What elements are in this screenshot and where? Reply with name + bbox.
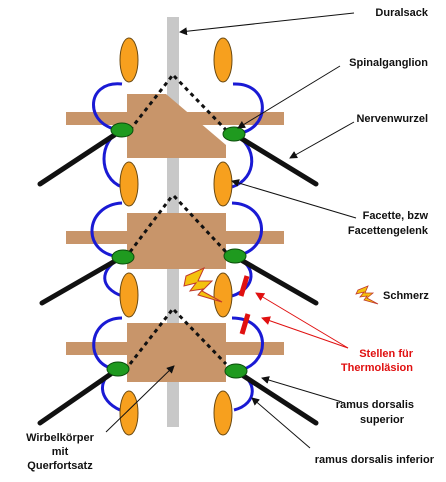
spinal-ganglion bbox=[224, 363, 248, 379]
vertebra-1 bbox=[66, 94, 284, 158]
vertebral-body bbox=[127, 213, 226, 269]
spinal-ganglion bbox=[223, 248, 247, 264]
vertebral-body bbox=[127, 94, 226, 158]
label-ramus-inf: ramus dorsalis inferior bbox=[315, 454, 435, 466]
label-facette-1: Facette, bzw bbox=[363, 210, 429, 222]
label-stellen-1: Stellen für bbox=[359, 348, 414, 360]
nerve-roots bbox=[37, 127, 319, 426]
facet-dotted-lines bbox=[128, 74, 228, 366]
label-facette-2: Facettengelenk bbox=[348, 225, 429, 237]
label-stellen-2: Thermoläsion bbox=[341, 362, 413, 374]
facet-joint bbox=[119, 272, 139, 318]
facet-joint bbox=[119, 161, 139, 207]
spinal-ganglion bbox=[222, 126, 246, 142]
label-wirbel-2: mit bbox=[52, 446, 69, 458]
label-ramus-sup-2: superior bbox=[360, 414, 405, 426]
spinal-ganglia bbox=[106, 122, 248, 379]
spinal-ganglion bbox=[111, 249, 135, 265]
lesion-mark bbox=[238, 275, 250, 297]
facet-joint bbox=[119, 37, 139, 83]
facet-joint bbox=[213, 390, 233, 436]
label-ramus-sup-1: ramus dorsalis bbox=[336, 399, 414, 411]
facet-joint bbox=[213, 161, 233, 207]
lesion-leader-lines bbox=[255, 292, 349, 349]
lightning-icon bbox=[183, 267, 223, 303]
facet-joint bbox=[213, 37, 233, 83]
label-wirbel-3: Querfortsatz bbox=[27, 460, 93, 472]
spinal-ganglion bbox=[110, 122, 134, 138]
labels: Duralsack Spinalganglion Nervenwurzel Fa… bbox=[26, 7, 435, 472]
spinal-ganglion bbox=[106, 361, 130, 377]
label-nervenwurzel: Nervenwurzel bbox=[356, 113, 428, 125]
label-duralsack: Duralsack bbox=[375, 7, 428, 19]
lesion-mark bbox=[239, 313, 251, 335]
lesion-marks bbox=[238, 275, 251, 335]
vertebra-3 bbox=[66, 323, 284, 382]
label-wirbel-1: Wirbelkörper bbox=[26, 432, 94, 444]
facet-joint bbox=[119, 390, 139, 436]
facet-joint bbox=[213, 272, 233, 318]
vertebral-body bbox=[127, 323, 226, 382]
label-spinalganglion: Spinalganglion bbox=[349, 57, 428, 69]
vertebra-2 bbox=[66, 213, 284, 269]
label-schmerz: Schmerz bbox=[383, 290, 429, 302]
lightning-icon bbox=[355, 285, 379, 305]
leader-lines bbox=[105, 12, 357, 449]
